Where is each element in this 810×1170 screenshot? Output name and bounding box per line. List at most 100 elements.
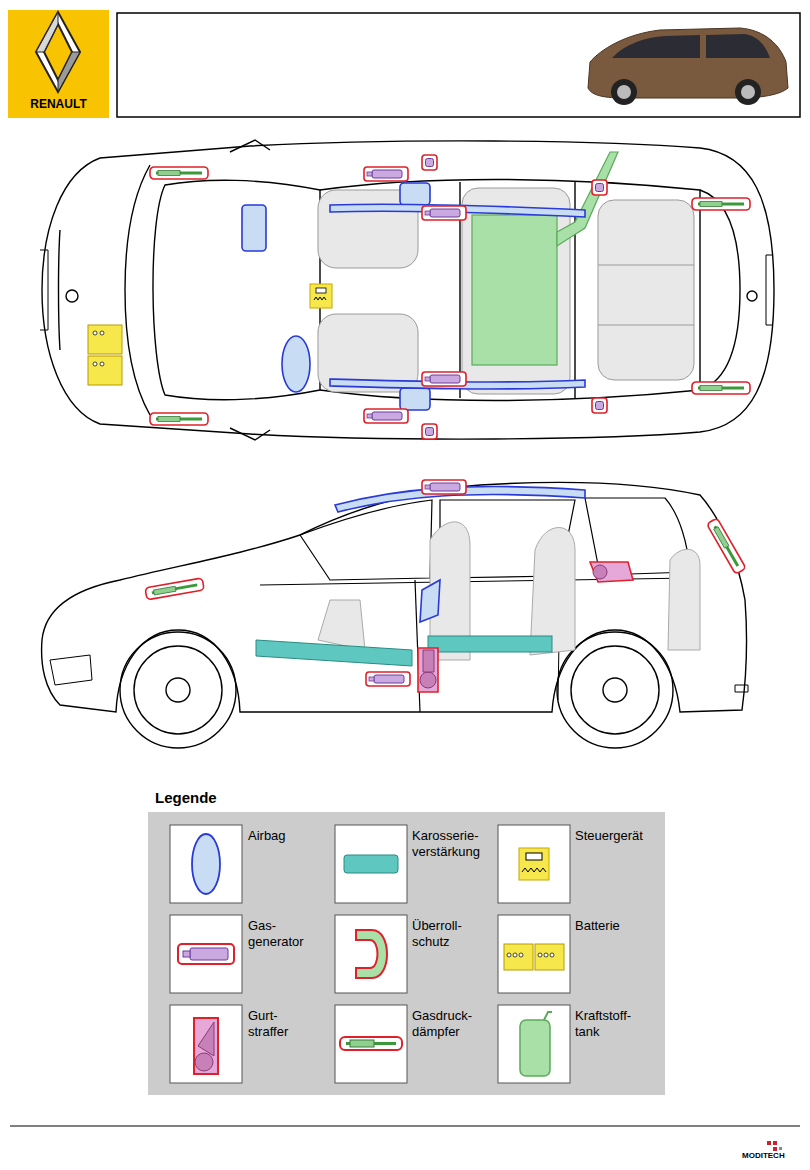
drawing-rect xyxy=(519,848,549,880)
drawing-use xyxy=(422,480,466,494)
drawing-rect xyxy=(88,356,122,385)
drawing-g xyxy=(318,522,700,660)
drawing-rect xyxy=(400,388,430,410)
drawing-rect xyxy=(170,1005,242,1083)
drawing-rect xyxy=(472,215,557,365)
drawing-path xyxy=(256,640,412,666)
drawing-path xyxy=(40,250,48,330)
drawing-g xyxy=(242,183,585,410)
drawing-use xyxy=(145,578,204,600)
drawing-path xyxy=(766,255,772,325)
drawing-rect xyxy=(242,205,266,251)
drawing-circle xyxy=(120,632,236,748)
gas-generator-symbol xyxy=(178,944,234,964)
legend-text: Karosserie- verstärkung xyxy=(412,828,504,859)
drawing-rect xyxy=(190,948,228,960)
drawing-circle xyxy=(735,79,761,105)
drawing-polygon xyxy=(58,52,80,92)
legend-text: Gas- generator xyxy=(248,918,340,949)
drawing-use xyxy=(364,409,408,423)
drawing-g xyxy=(93,331,104,366)
drawing-g xyxy=(318,188,694,394)
drawing-path xyxy=(153,180,320,399)
drawing-circle xyxy=(420,672,436,688)
gas-strut-symbol xyxy=(340,1037,402,1050)
airbag-symbol xyxy=(192,834,220,894)
drawing-rect xyxy=(183,951,190,957)
drawing-use xyxy=(366,672,410,686)
drawing-rect xyxy=(316,288,326,293)
drawing-circle xyxy=(507,953,511,957)
drawing-use xyxy=(150,413,208,425)
drawing-polygon xyxy=(36,12,58,52)
drawing-g xyxy=(420,565,607,688)
drawing-path xyxy=(318,600,365,650)
drawing-use xyxy=(422,155,437,170)
drawing-path xyxy=(194,1018,218,1074)
drawing-path xyxy=(522,868,546,872)
drawing-rect xyxy=(498,1005,570,1083)
drawing-rect xyxy=(498,825,570,903)
drawing-g xyxy=(145,480,746,686)
drawing-ellipse xyxy=(282,336,310,392)
drawing-rect xyxy=(178,944,234,964)
drawing-rect xyxy=(117,13,800,117)
legend-panel xyxy=(148,812,665,1095)
reinforcement-symbol xyxy=(344,855,398,873)
drawing-circle xyxy=(550,953,554,957)
drawing-circle xyxy=(93,362,97,366)
drawing-path xyxy=(544,1012,552,1020)
drawing-rect xyxy=(8,10,109,118)
drawing-path xyxy=(125,165,150,415)
legend-text: Steuergerät xyxy=(575,828,667,844)
drawing-rect xyxy=(335,825,407,903)
drawing-rect xyxy=(598,200,694,380)
legend-text: Gasdruck- dämpfer xyxy=(412,1008,504,1039)
drawing-circle xyxy=(100,362,104,366)
drawing-circle xyxy=(134,646,222,734)
drawing-circle xyxy=(166,678,190,702)
drawing-path xyxy=(300,500,432,580)
side-view xyxy=(42,480,748,748)
drawing-line xyxy=(598,265,694,266)
drawing-path xyxy=(314,297,326,300)
drawing-use xyxy=(592,398,607,413)
moditech-mark xyxy=(767,1141,782,1151)
fuel-tank xyxy=(472,152,618,365)
battery xyxy=(88,325,122,385)
drawing-use xyxy=(692,198,750,210)
drawing-use xyxy=(422,424,437,439)
drawing-circle xyxy=(603,678,627,702)
drawing-circle xyxy=(741,85,755,99)
drawing-path xyxy=(418,648,438,692)
legend-text: Kraftstoff- tank xyxy=(575,1008,667,1039)
rollover-symbol xyxy=(356,930,387,978)
drawing-circle xyxy=(611,79,637,105)
drawing-g xyxy=(170,825,570,1083)
drawing-path xyxy=(42,482,747,712)
drawing-rect xyxy=(335,1005,407,1083)
drawing-g xyxy=(150,155,750,439)
drawing-rect xyxy=(462,188,570,394)
drawing-circle xyxy=(195,1053,213,1071)
drawing-rect xyxy=(526,853,542,860)
drawing-circle xyxy=(617,85,631,99)
drawing-circle xyxy=(538,953,542,957)
drawing-g xyxy=(418,562,633,692)
fuel-tank-symbol xyxy=(520,1012,552,1076)
drawing-path xyxy=(668,549,700,650)
drawing-circle xyxy=(100,331,104,335)
footer-rule xyxy=(10,1126,800,1127)
drawing-use xyxy=(592,180,607,195)
drawing-path xyxy=(557,152,618,246)
drawing-rect xyxy=(767,1141,771,1145)
drawing-rect xyxy=(779,1147,782,1150)
battery-symbol xyxy=(504,944,564,970)
drawing-rect xyxy=(310,284,332,308)
drawing-rect xyxy=(773,1147,777,1151)
legend-text: Batterie xyxy=(575,918,667,934)
drawing-path xyxy=(230,140,270,152)
drawing-rect xyxy=(520,1020,550,1076)
